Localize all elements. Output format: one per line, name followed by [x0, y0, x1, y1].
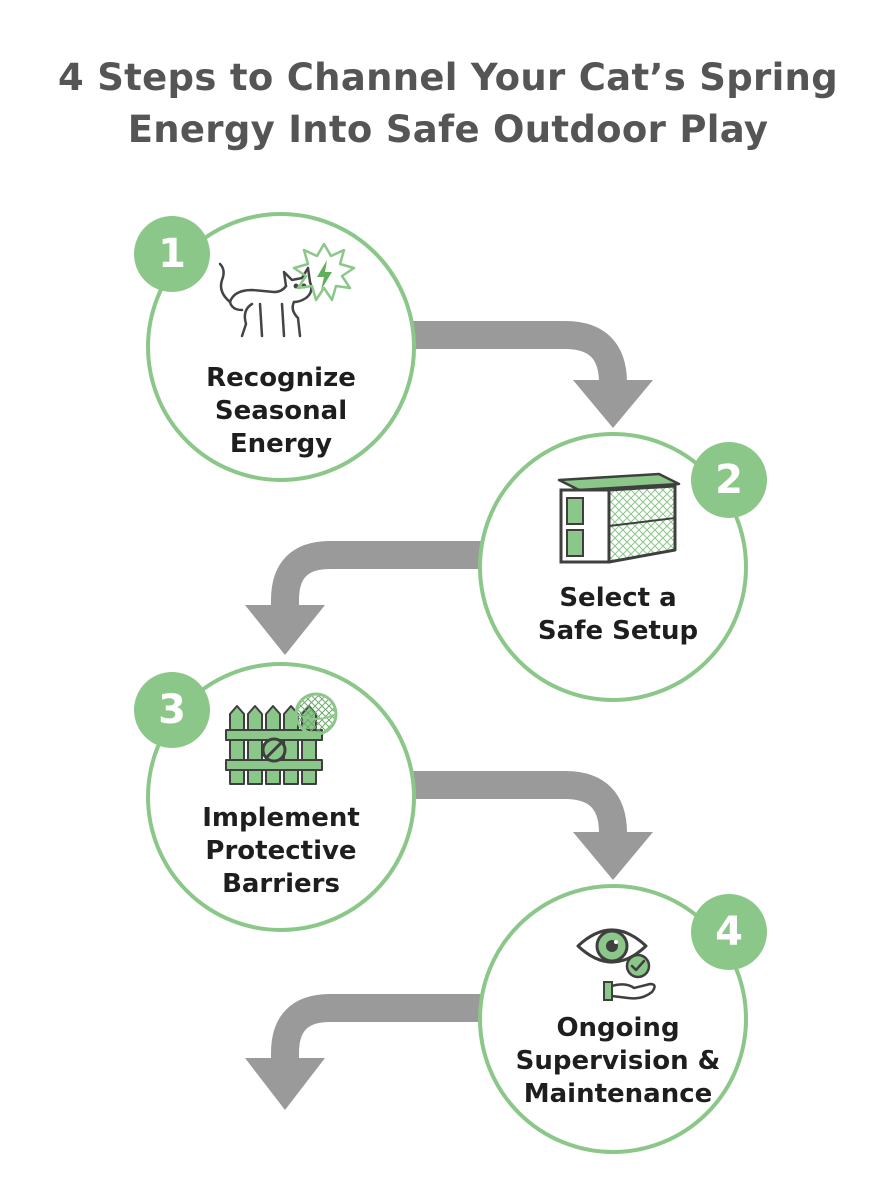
step-2-label: Select a Safe Setup — [488, 582, 748, 648]
step-2-label-line-2: Safe Setup — [537, 616, 699, 646]
step-3-label-line-2: Protective — [205, 836, 357, 866]
step-1-label-line-1: Recognize — [206, 363, 356, 393]
step-2-badge: 2 — [691, 442, 767, 518]
arrow-step4-continue — [245, 994, 490, 1110]
title-line-1: 4 Steps to Channel Your Cat’s Spring — [58, 56, 838, 99]
step-1-label-line-2: Seasonal — [214, 396, 348, 426]
arrow-step3-to-step4 — [405, 771, 653, 880]
step-3-label: Implement Protective Barriers — [151, 802, 411, 901]
step-4-label-line-3: Maintenance — [523, 1079, 713, 1109]
step-2-label-line-1: Select a — [559, 583, 677, 613]
cat-energy-icon — [218, 242, 356, 338]
eye-supervision-icon — [576, 928, 656, 1001]
step-4-label-line-2: Supervision & — [515, 1046, 721, 1076]
cat-enclosure-icon — [557, 472, 681, 564]
step-1-label: Recognize Seasonal Energy — [151, 362, 411, 461]
arrow-step2-to-step3 — [245, 541, 490, 655]
step-1-badge: 1 — [134, 216, 210, 292]
arrow-step1-to-step2 — [405, 321, 653, 428]
step-3-badge: 3 — [134, 672, 210, 748]
fence-barrier-icon — [225, 692, 338, 785]
step-4-label: Ongoing Supervision & Maintenance — [478, 1012, 758, 1111]
step-4-badge: 4 — [691, 894, 767, 970]
step-3-label-line-3: Barriers — [222, 869, 340, 899]
title-line-2: Energy Into Safe Outdoor Play — [127, 108, 769, 151]
step-3-label-line-1: Implement — [202, 803, 360, 833]
step-1-label-line-3: Energy — [229, 429, 333, 459]
page-title: 4 Steps to Channel Your Cat’s Spring Ene… — [0, 52, 896, 156]
step-4-label-line-1: Ongoing — [556, 1013, 680, 1043]
